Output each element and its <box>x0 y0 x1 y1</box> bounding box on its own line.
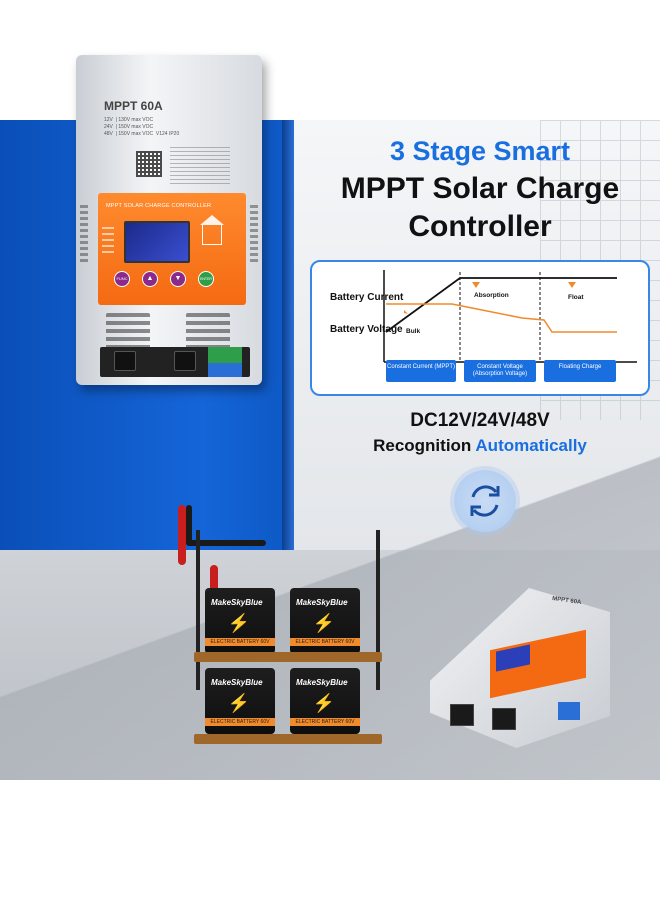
controller-notes <box>170 147 230 187</box>
terminal-1 <box>114 351 136 371</box>
label-absorption: Absorption <box>474 292 509 299</box>
lightning-icon: ⚡ <box>312 693 336 713</box>
up-button: ▲ <box>142 271 158 287</box>
enter-button: ENTER <box>198 271 214 287</box>
controller2-terminal <box>492 708 516 730</box>
recognition-highlight: Automatically <box>475 436 587 455</box>
headline-controller: Controller <box>408 210 552 243</box>
controller-model-label: MPPT 60A <box>104 99 163 113</box>
headline-mppt: MPPT Solar Charge <box>340 172 620 205</box>
battery: MakeSkyBlue ⚡ ELECTRIC BATTERY 60V <box>290 588 360 654</box>
shelf-leg <box>376 530 380 690</box>
blue-terminal <box>208 363 242 377</box>
recognition-text: Recognition Automatically <box>300 436 660 456</box>
lightning-icon: ⚡ <box>227 693 251 713</box>
home-icon <box>200 215 224 245</box>
side-vents-left <box>80 205 88 265</box>
controller-spec-label: 12V | 130V max VOC 24V | 150V max VOC 48… <box>104 117 180 137</box>
black-wire-run <box>186 540 266 546</box>
battery: MakeSkyBlue ⚡ ELECTRIC BATTERY 60V <box>290 668 360 734</box>
red-wire <box>178 505 186 565</box>
shelf-leg <box>196 530 200 690</box>
func-button: FUNC <box>114 271 130 287</box>
lightning-icon: ⚡ <box>227 613 251 633</box>
battery-strip: ELECTRIC BATTERY 60V <box>205 718 275 726</box>
black-wire <box>186 505 192 545</box>
green-terminal <box>208 347 242 363</box>
controller2-terminal <box>450 704 474 726</box>
lcd-screen <box>124 221 190 263</box>
battery: MakeSkyBlue ⚡ ELECTRIC BATTERY 60V <box>205 588 275 654</box>
panel-label: MPPT SOLAR CHARGE CONTROLLER <box>106 203 212 209</box>
down-button: ▼ <box>170 271 186 287</box>
qr-code-icon <box>136 151 162 177</box>
sync-arrows-icon <box>470 485 500 517</box>
label-bulk: Bulk <box>406 328 421 335</box>
battery-brand: MakeSkyBlue <box>296 598 348 607</box>
terminal-2 <box>174 351 196 371</box>
battery-strip: ELECTRIC BATTERY 60V <box>205 638 275 646</box>
battery-strip: ELECTRIC BATTERY 60V <box>290 638 360 646</box>
controller-angled-view: MPPT 60A <box>430 588 610 748</box>
controller2-blue-terminal <box>558 702 580 720</box>
sync-icon <box>454 470 516 532</box>
battery-brand: MakeSkyBlue <box>296 678 348 687</box>
lightning-icon: ⚡ <box>312 613 336 633</box>
stage-constant-current: Constant Current (MPPT) <box>386 360 456 382</box>
recognition-prefix: Recognition <box>373 436 472 455</box>
battery: MakeSkyBlue ⚡ ELECTRIC BATTERY 60V <box>205 668 275 734</box>
shelf-middle-board <box>194 652 382 662</box>
status-icons <box>102 227 114 257</box>
voltage-range: DC12V/24V/48V <box>410 410 550 431</box>
controller-front-panel: MPPT SOLAR CHARGE CONTROLLER FUNC ▲ ▼ EN… <box>98 193 246 305</box>
battery-brand: MakeSkyBlue <box>211 678 263 687</box>
label-float: Float <box>568 294 584 301</box>
vents-left <box>106 313 150 353</box>
label-battery-voltage: Battery Voltage <box>330 324 403 335</box>
side-vents-right <box>250 205 258 265</box>
label-battery-current: Battery Current <box>330 292 404 303</box>
headline-stage: 3 Stage Smart <box>389 136 571 166</box>
charge-stage-graph: Battery Current Battery Voltage Bulk Abs… <box>310 260 650 396</box>
terminal-block <box>100 347 250 377</box>
battery-strip: ELECTRIC BATTERY 60V <box>290 718 360 726</box>
vents-right <box>186 313 230 353</box>
stage-floating-charge: Floating Charge <box>544 360 616 382</box>
charge-controller-device: MPPT 60A 12V | 130V max VOC 24V | 150V m… <box>76 55 262 385</box>
stage-constant-voltage: Constant Voltage (Absorption Voltage) <box>464 360 536 382</box>
battery-brand: MakeSkyBlue <box>211 598 263 607</box>
shelf-bottom-board <box>194 734 382 744</box>
